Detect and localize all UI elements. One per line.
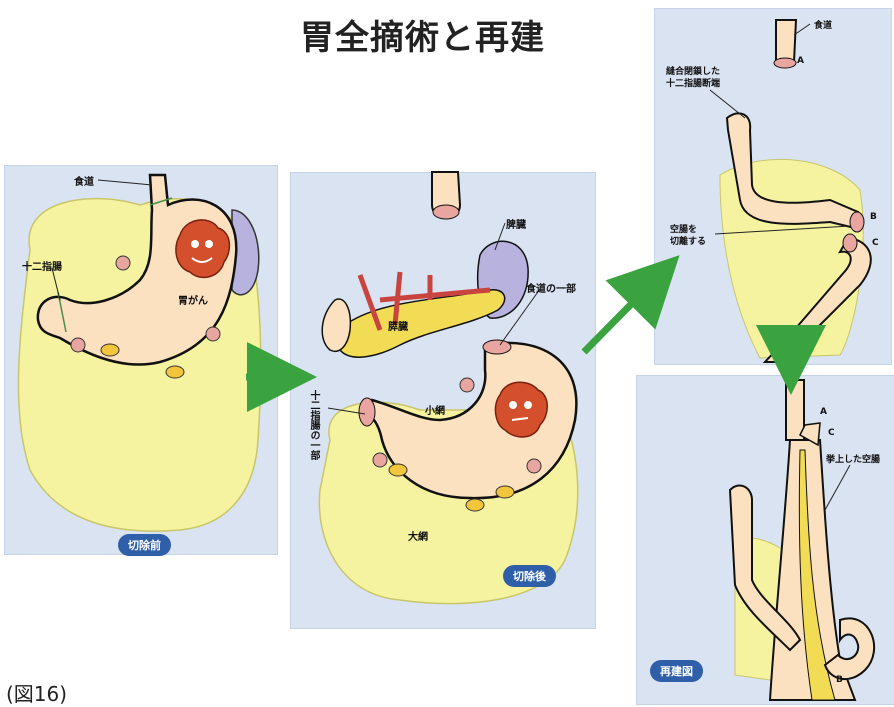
label-point-c-cut: C (872, 238, 879, 248)
jc-esophagus (774, 20, 796, 68)
label-esophagus-before: 食道 (74, 173, 94, 188)
before-tumor (176, 220, 229, 278)
label-jejunum-cut-2: 切離する (670, 234, 706, 247)
label-point-c-rc: C (828, 428, 835, 438)
label-esophagus-part: 食道の一部 (526, 280, 576, 295)
label-esophagus-cut: 食道 (814, 18, 832, 31)
badge-reconstruction: 再建図 (650, 660, 703, 682)
label-lifted-jejunum: 挙上した空腸 (826, 452, 892, 465)
label-point-a-cut: A (797, 56, 804, 66)
label-greater-omentum: 大網 (408, 528, 428, 543)
arrow-after-to-cut (584, 280, 655, 352)
label-point-b-cut: B (870, 212, 877, 222)
label-duodenum-stump-2: 十二指腸断端 (666, 76, 720, 89)
label-lesser-omentum: 小網 (425, 402, 445, 417)
label-duodenum-before: 十二指腸 (22, 258, 62, 273)
label-duodenum-part: 十二指腸の一部 (306, 390, 321, 460)
label-spleen-after: 脾臓 (506, 216, 526, 231)
badge-after: 切除後 (503, 565, 556, 587)
after-pancreas (322, 290, 504, 357)
badge-before: 切除前 (118, 534, 171, 556)
label-point-b-rc: B (836, 675, 843, 685)
label-cancer-before: 胃がん (178, 292, 208, 307)
label-point-a-rc: A (820, 407, 827, 417)
after-esophagus-stub (432, 172, 460, 219)
label-pancreas-after: 膵臓 (388, 318, 408, 333)
